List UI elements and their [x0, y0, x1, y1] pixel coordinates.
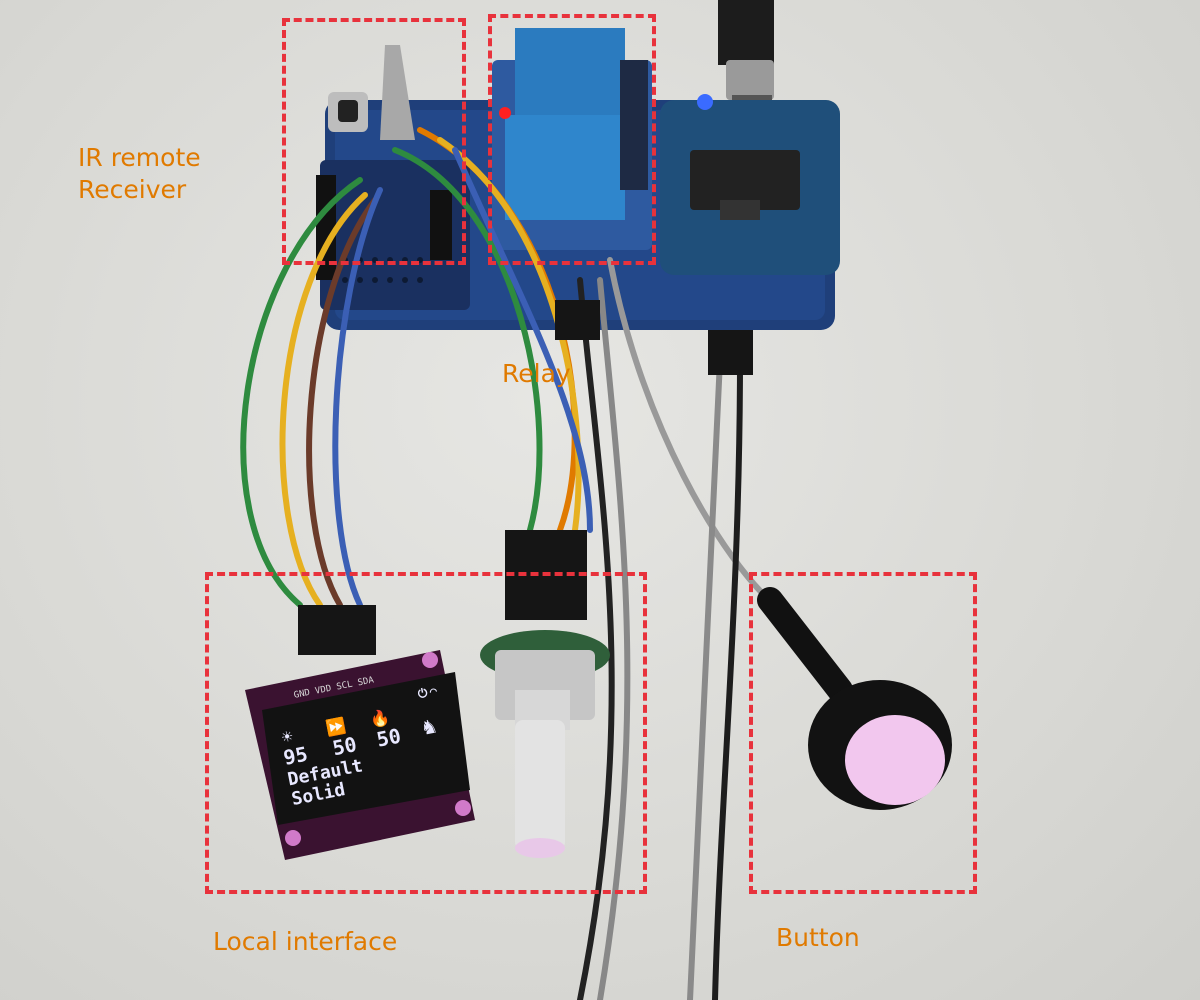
ir-proto-board: [316, 45, 470, 310]
rotary-encoder: [480, 630, 610, 858]
ir-receiver-label: IR remote Receiver: [78, 143, 201, 204]
red-led: [499, 107, 511, 119]
relay-connector: [555, 300, 600, 340]
local-interface-label: Local interface: [213, 927, 398, 956]
usb-cable: [718, 0, 774, 115]
blue-led: [697, 94, 713, 110]
relay-label: Relay: [502, 359, 571, 388]
relay-module: [492, 28, 652, 250]
oled-module: [245, 650, 475, 860]
button-connector: [708, 330, 753, 375]
oled-connector: [298, 605, 376, 655]
microcontroller-board: [660, 94, 840, 275]
local-interface-box: [205, 572, 647, 894]
ir-receiver-box: [282, 18, 466, 265]
push-button: [757, 587, 952, 810]
button-box: [749, 572, 977, 894]
button-label: Button: [776, 923, 860, 952]
relay-box: [488, 14, 656, 265]
